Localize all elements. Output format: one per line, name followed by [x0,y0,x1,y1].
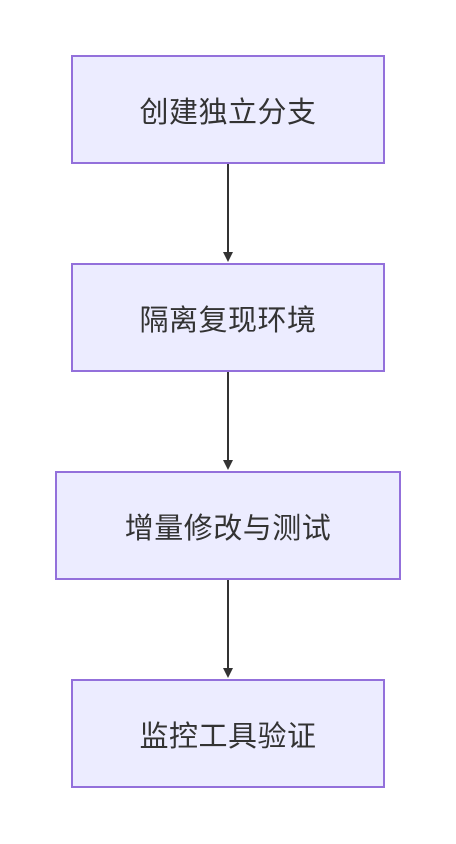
node-label: 创建独立分支 [139,94,317,129]
node-label: 隔离复现环境 [139,302,317,337]
node-label: 增量修改与测试 [124,510,332,545]
node-monitor-verify: 监控工具验证 [71,679,385,788]
node-isolate-env: 隔离复现环境 [71,263,385,372]
node-incremental-test: 增量修改与测试 [55,471,401,580]
node-label: 监控工具验证 [139,718,317,753]
node-create-branch: 创建独立分支 [71,55,385,164]
